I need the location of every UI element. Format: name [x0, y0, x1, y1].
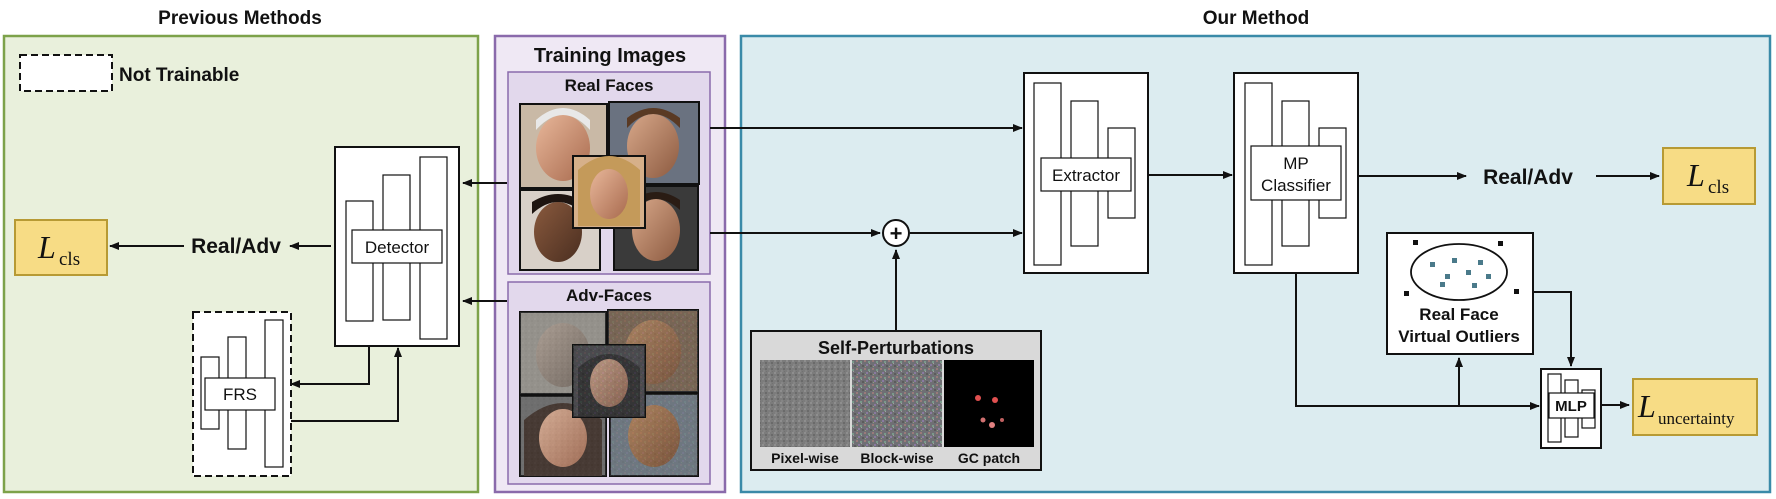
- frs-label: FRS: [223, 385, 257, 404]
- previous-loss-subscript: cls: [59, 249, 80, 270]
- training-images-title: Training Images: [534, 45, 686, 67]
- our-loss-subscript: cls: [1708, 177, 1729, 198]
- gc-patch-image: [944, 360, 1034, 447]
- frs-to-detector-arrow: [291, 347, 402, 422]
- adv-face-4: [609, 393, 699, 477]
- adv-faces-label: Adv-Faces: [566, 286, 652, 305]
- real-face-1: [519, 103, 608, 189]
- uncertainty-loss-box: L uncertainty: [1632, 378, 1758, 436]
- self-perturbations-title: Self-Perturbations: [818, 338, 974, 358]
- adv-face-5: [572, 344, 646, 418]
- gc-patch-label: GC patch: [958, 450, 1020, 466]
- previous-loss-symbol: L: [37, 229, 56, 265]
- real-faces-label: Real Faces: [565, 76, 654, 95]
- extractor-label: Extractor: [1052, 166, 1120, 185]
- previous-output-label: Real/Adv: [191, 235, 281, 258]
- self-perturbations-block: Self-Perturbations Pixel-wise Block-wise…: [750, 330, 1042, 471]
- detector-label: Detector: [365, 238, 430, 257]
- mlp-label: MLP: [1555, 398, 1587, 415]
- mp-classifier-block: MP Classifier: [1233, 72, 1359, 274]
- block-wise-label: Block-wise: [860, 450, 933, 466]
- our-loss-symbol: L: [1686, 157, 1705, 193]
- real-face-3: [519, 189, 601, 271]
- virtual-outliers-label-line2: Virtual Outliers: [1398, 327, 1520, 346]
- detector-block: Detector: [334, 146, 460, 347]
- uncertainty-loss-symbol: L: [1637, 388, 1656, 424]
- our-method-title: Our Method: [1203, 8, 1310, 29]
- extractor-block: Extractor: [1023, 72, 1149, 274]
- mp-classifier-label-line2: Classifier: [1261, 176, 1331, 195]
- our-output-label: Real/Adv: [1483, 166, 1573, 189]
- previous-loss-box: L cls: [14, 219, 108, 276]
- virtual-outliers-block: Real Face Virtual Outliers: [1386, 232, 1534, 355]
- uncertainty-loss-subscript: uncertainty: [1658, 409, 1735, 428]
- pixel-wise-label: Pixel-wise: [771, 450, 839, 466]
- virtual-outliers-label-line1: Real Face: [1419, 305, 1498, 324]
- not-trainable-label: Not Trainable: [119, 65, 239, 86]
- add-operator: +: [882, 219, 910, 247]
- mlp-block: MLP: [1540, 368, 1602, 449]
- block-wise-image: [852, 360, 942, 447]
- frs-block: FRS: [192, 311, 292, 477]
- not-trainable-legend-box: [19, 54, 113, 92]
- our-loss-box: L cls: [1662, 147, 1756, 205]
- mp-classifier-label-line1: MP: [1283, 154, 1309, 173]
- real-face-images: [519, 101, 700, 271]
- outliers-to-mlp-arrow: [1533, 291, 1575, 367]
- add-operator-label: +: [890, 221, 903, 246]
- real-face-5: [572, 155, 646, 229]
- pixel-wise-image: [760, 360, 850, 447]
- adv-face-images: [519, 309, 699, 477]
- detector-to-frs-arrow: [290, 346, 370, 388]
- previous-methods-title: Previous Methods: [158, 8, 322, 29]
